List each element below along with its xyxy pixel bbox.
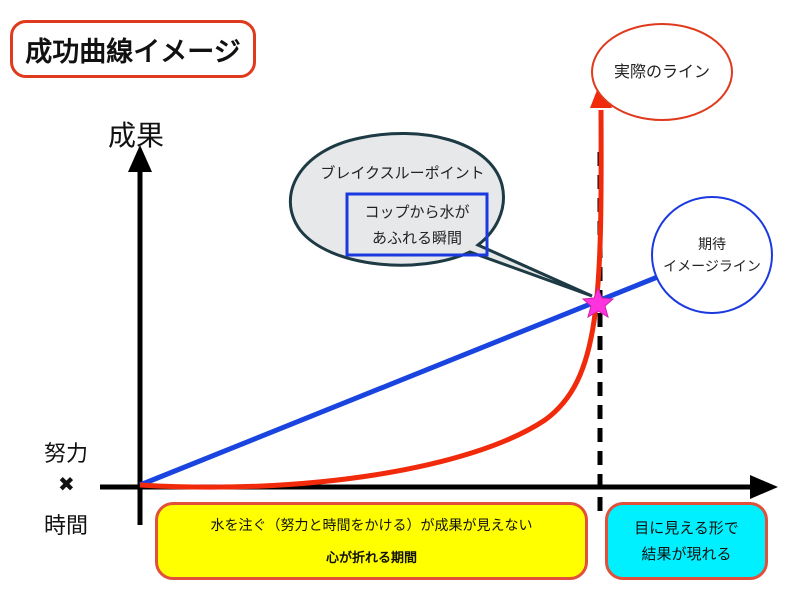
struggle-period-line1: 水を注ぐ（努力と時間をかける）が成果が見えない [210,518,533,534]
expected-line-label-2: イメージライン [663,259,761,275]
bubble-inner-box [345,192,489,257]
expected-line-callout [651,196,773,314]
bubble-heading: ブレイクスルーポイント [320,164,485,182]
diagram-title: 成功曲線イメージ [10,20,256,78]
actual-line-label: 実際のライン [613,62,710,81]
bubble-box-line2: あふれる瞬間 [371,229,462,247]
actual-line-callout [591,23,733,121]
expected-line [139,271,666,488]
bubble-box-text: コップから水が あふれる瞬間 [347,199,487,251]
struggle-period-box: 水を注ぐ（努力と時間をかける）が成果が見えない 心が折れる期間 [155,502,588,580]
struggle-period-line2: 心が折れる期間 [325,551,417,566]
x-axis-label-effort: 努力 [44,442,89,467]
x-axis-label-times: ✖ [58,472,75,496]
breakthrough-star-icon [581,286,615,319]
x-axis-label-time: 時間 [44,514,89,539]
bubble-box-line1: コップから水が [364,203,470,221]
expected-line-label: 期待 イメージライン [652,234,772,278]
result-line2: 結果が現れる [641,545,732,563]
actual-curve [139,109,604,490]
result-box: 目に見える形で 結果が現れる [605,502,768,580]
y-axis-label: 成果 [108,119,165,152]
expected-line-label-1: 期待 [698,237,726,253]
x-axis-arrow-icon [750,475,778,499]
y-axis-arrow-icon [128,145,152,172]
result-line1: 目に見える形で [634,519,739,537]
